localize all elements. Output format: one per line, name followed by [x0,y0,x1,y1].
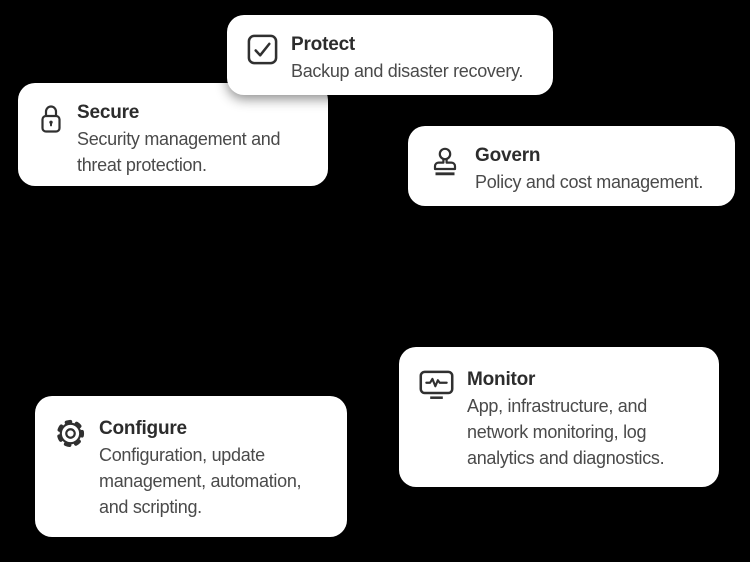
monitor-icon [418,368,455,401]
card-description: Configuration, update management, automa… [99,445,302,517]
card-title: Configure [99,418,187,439]
lock-icon [37,101,65,137]
stamp-icon [427,144,463,179]
card-description: Backup and disaster recovery. [291,61,524,81]
protect-card: Protect Backup and disaster recovery. [227,15,553,95]
card-title: Protect [291,34,356,55]
checkbox-icon [246,33,279,66]
monitor-card: Monitor App, infrastructure, and network… [399,347,719,487]
gear-icon [54,417,87,450]
card-description: App, infrastructure, and network monitor… [467,396,665,468]
card-title: Secure [77,102,140,123]
configure-card: Configure Configuration, update manageme… [35,396,347,537]
govern-card: Govern Policy and cost management. [408,126,735,206]
secure-card: Secure Security management and threat pr… [18,83,328,186]
card-title: Govern [475,145,541,166]
card-title: Monitor [467,369,536,390]
card-description: Security management and threat protectio… [77,129,281,175]
card-description: Policy and cost management. [475,172,704,192]
